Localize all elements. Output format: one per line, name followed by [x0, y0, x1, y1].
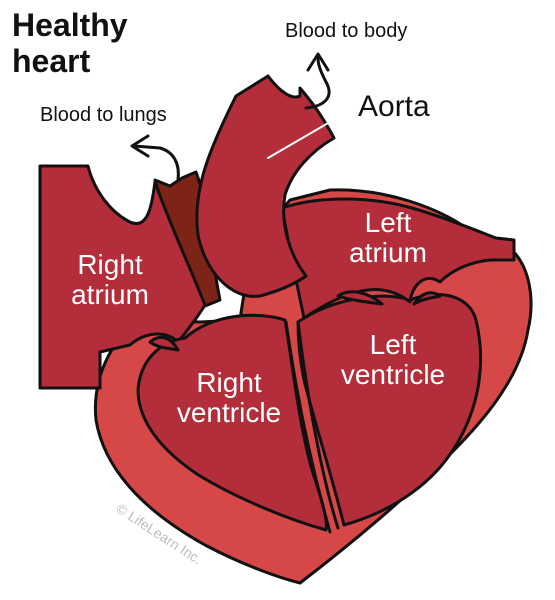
septum-line: [296, 320, 340, 530]
aorta-leader-line: [267, 107, 355, 159]
blood-to-body-arrow: [304, 56, 331, 110]
title-line-1: Healthy: [12, 7, 128, 43]
title-line-2: heart: [12, 42, 91, 79]
left-ventricle-label: Left ventricle: [328, 329, 458, 391]
right-atrium-label-line-2: atrium: [71, 279, 149, 311]
blood-to-lungs-arrowhead: [130, 134, 150, 158]
right-atrium-label: Right atrium: [58, 249, 162, 311]
right-ventricle-label-line-1: Right: [196, 367, 262, 398]
blood-to-body-label: Blood to body: [285, 20, 408, 42]
right-atrium-label-line-1: Right: [77, 249, 143, 280]
right-ventricle: [136, 313, 328, 532]
left-atrium-label: Left atrium: [336, 207, 440, 269]
mitral-valve: [412, 291, 442, 306]
blood-to-body-arrowhead: [306, 52, 330, 72]
right-ventricle-label: Right ventricle: [166, 367, 292, 429]
tricuspid-valve: [148, 335, 180, 352]
septum-line: [284, 320, 332, 534]
blood-to-lungs-label: Blood to lungs: [40, 104, 167, 126]
diagram-title: Healthy heart: [12, 7, 128, 80]
aorta-label: Aorta: [358, 90, 430, 123]
left-atrium-label-line-2: atrium: [349, 237, 427, 269]
right-ventricle-label-line-2: ventricle: [176, 397, 282, 429]
blood-to-lungs-arrow: [132, 144, 180, 182]
left-atrium-label-line-1: Left: [364, 207, 412, 238]
right-atrium: [38, 164, 207, 390]
left-atrium: [280, 197, 516, 320]
mitral-valve: [336, 290, 384, 306]
left-ventricle-label-line-1: Left: [369, 329, 417, 360]
left-ventricle-label-line-2: ventricle: [340, 359, 446, 391]
aorta: [195, 74, 336, 298]
